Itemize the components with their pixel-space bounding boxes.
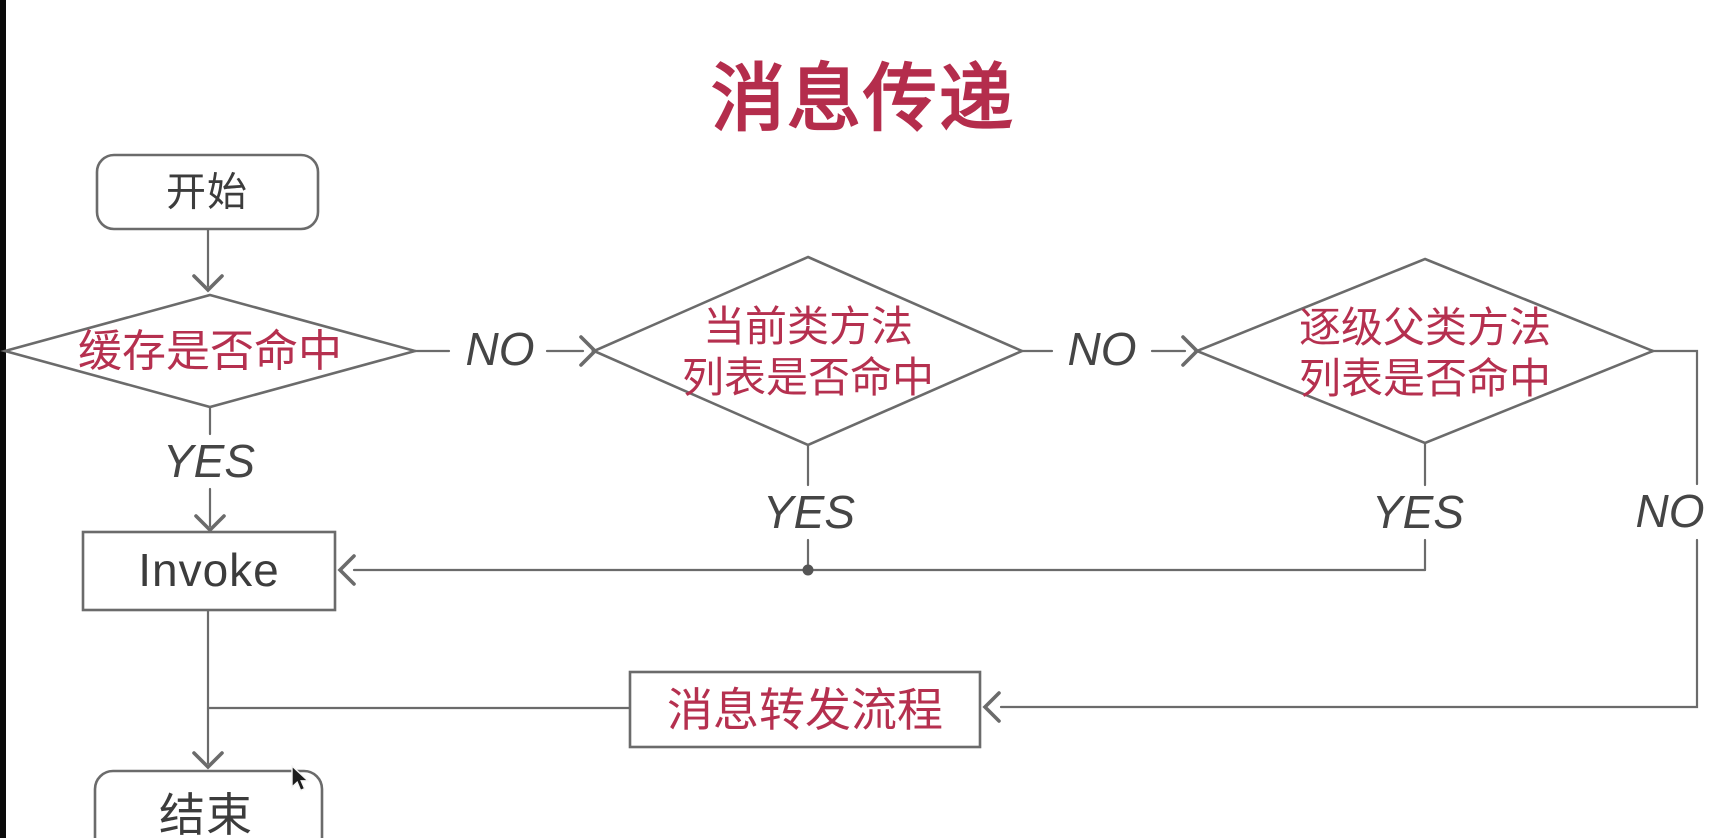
invoke-node-label: Invoke bbox=[138, 543, 280, 596]
edge-label-cache-no: NO bbox=[465, 322, 535, 375]
mouse-cursor bbox=[291, 765, 310, 792]
arrowhead-left-forwarding bbox=[982, 691, 1001, 723]
edge-label-superclass-no: NO bbox=[1635, 484, 1705, 537]
end-node-shape bbox=[93, 769, 324, 838]
invoke-node-shape bbox=[81, 530, 337, 612]
edge-label-cache-yes: YES bbox=[162, 434, 256, 487]
forwarding-node-shape bbox=[628, 670, 982, 749]
arrowhead-down-cache bbox=[192, 274, 224, 293]
superclass-decision-shape bbox=[1193, 257, 1657, 445]
letterbox-left-bar bbox=[0, 0, 6, 838]
superclass-label: 逐级父类方法 列表是否命中 bbox=[1298, 303, 1552, 402]
current-class-label: 当前类方法 列表是否命中 bbox=[681, 302, 935, 401]
arrowhead-down-end bbox=[192, 751, 224, 770]
start-node-shape bbox=[95, 153, 320, 231]
edge-label-current-yes: YES bbox=[762, 485, 856, 538]
edge-label-current-no: NO bbox=[1067, 322, 1137, 375]
forwarding-node-label: 消息转发流程 bbox=[667, 683, 943, 736]
start-node-label: 开始 bbox=[166, 170, 248, 215]
junction-dot bbox=[802, 564, 814, 576]
end-node-label: 结束 bbox=[159, 788, 253, 838]
arrowhead-down-invoke bbox=[194, 514, 226, 533]
edge-superclass-no-lower bbox=[999, 538, 1699, 709]
arrowhead-left-invoke bbox=[337, 554, 356, 586]
cache-hit-label: 缓存是否命中 bbox=[78, 327, 342, 377]
page-title: 消息传递 bbox=[711, 56, 1015, 140]
cache-hit-decision-shape bbox=[0, 293, 420, 409]
edge-label-superclass-yes: YES bbox=[1371, 485, 1465, 538]
current-class-decision-shape bbox=[590, 255, 1026, 447]
edge-superclass-no-upper bbox=[1651, 349, 1699, 486]
